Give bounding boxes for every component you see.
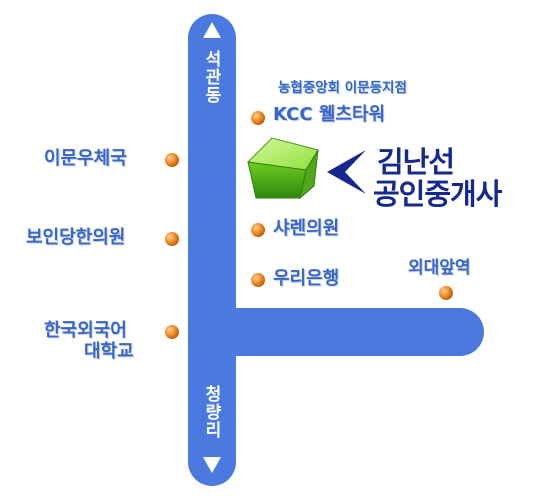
label-oedae-station: 외대앞역 <box>408 258 471 278</box>
landmark-markers <box>165 111 453 339</box>
north-arrow-icon <box>203 22 221 38</box>
marker-imun-post <box>165 153 179 167</box>
road-label-north: 석관동 <box>201 50 221 104</box>
label-imun-post: 이문우체국 <box>44 148 127 169</box>
pointer-arrow-icon <box>327 150 366 194</box>
label-sharen: 샤렌의원 <box>273 218 340 239</box>
marker-sharen <box>251 223 265 237</box>
marker-oedae-station <box>439 286 453 300</box>
label-nonghyup: 농협중앙회 이문동지점 <box>278 80 407 96</box>
marker-hufs <box>165 325 179 339</box>
label-bo-in: 보인당한의원 <box>26 227 126 248</box>
side-road-east <box>190 308 484 356</box>
label-woori: 우리은행 <box>273 268 340 289</box>
agency-building-icon <box>246 137 319 200</box>
label-hufs-line1: 한국외국어 <box>44 320 127 341</box>
road-network <box>188 14 484 486</box>
road-label-south: 청량리 <box>201 385 221 439</box>
agency-name-line1: 김난선 <box>377 145 455 179</box>
agency-name: 김난선 공인중개사 <box>373 145 502 211</box>
marker-bo-in <box>165 232 179 246</box>
marker-woori <box>251 273 265 287</box>
marker-kcc <box>251 111 265 125</box>
south-arrow-icon <box>203 457 221 473</box>
agency-name-line2: 공인중개사 <box>373 177 502 211</box>
label-hufs-line2: 대학교 <box>84 341 134 362</box>
label-kcc: KCC 웰츠타워 <box>273 104 386 125</box>
main-road-vertical <box>188 14 236 486</box>
